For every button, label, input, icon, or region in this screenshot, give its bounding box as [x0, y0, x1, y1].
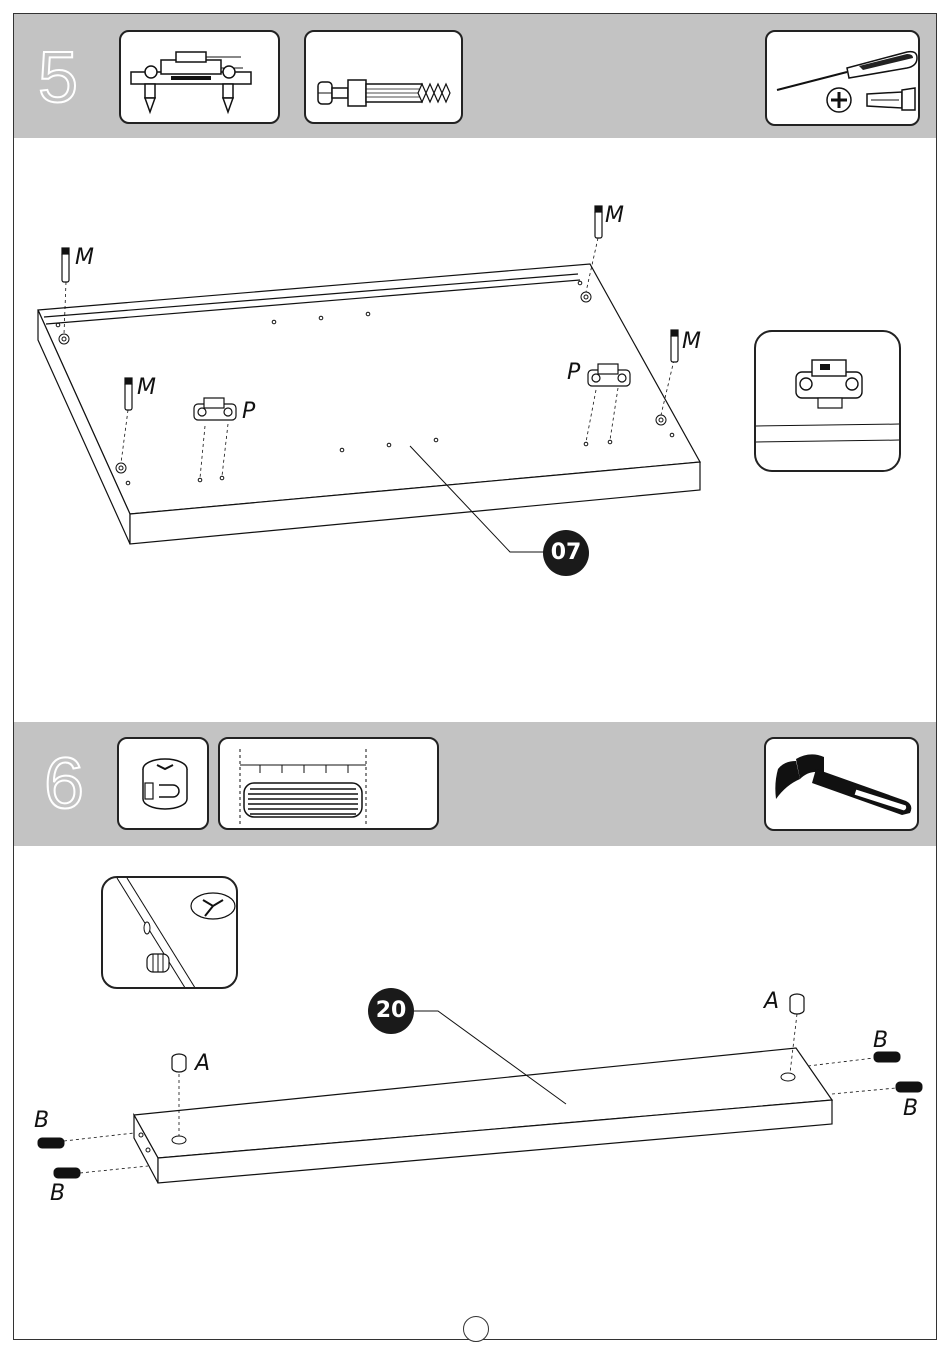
cam-lock-detail-callout: [101, 876, 238, 989]
label-a-2: A: [764, 991, 779, 1013]
page-number-circle: [463, 1316, 489, 1342]
panel-20-board: [134, 1048, 832, 1183]
label-b-3: B: [873, 1030, 888, 1052]
label-a-1: A: [195, 1053, 210, 1075]
label-b-1: B: [34, 1110, 49, 1132]
part-badge-20: 20: [368, 988, 414, 1034]
label-b-2: B: [50, 1183, 65, 1205]
label-b-4: B: [903, 1098, 918, 1120]
cam-lock-detail-icon: [103, 878, 238, 989]
